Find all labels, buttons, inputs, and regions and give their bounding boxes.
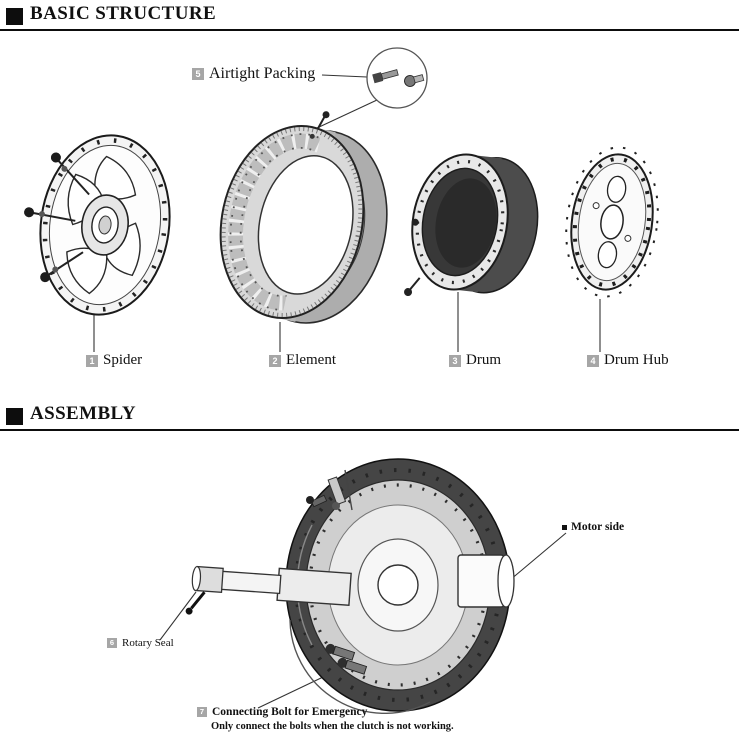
airtight-packing-label-text: Airtight Packing: [209, 65, 316, 82]
drum-label-text: Drum: [466, 352, 501, 368]
packing-plug: [404, 74, 425, 87]
basic-structure-title: BASIC STRUCTURE: [30, 3, 217, 24]
leader-lines: [93, 74, 601, 352]
part-number-6: 6: [107, 638, 117, 648]
assembly-header: ASSEMBLY: [0, 403, 739, 433]
drum-hub-label: 4 Drum Hub: [587, 352, 669, 369]
part-number-7: 7: [197, 707, 207, 717]
airtight-packing-label: 5 Airtight Packing: [192, 65, 315, 83]
section-marker-square: [6, 408, 23, 425]
rotary-seal-label: 6 Rotary Seal: [107, 637, 174, 649]
connecting-bolt-label: 7 Connecting Bolt for Emergency: [197, 706, 367, 718]
leader-motor-side: [509, 532, 567, 581]
spider-label: 1 Spider: [86, 352, 142, 369]
part-number-2: 2: [269, 354, 281, 367]
air-fittings: [306, 469, 353, 511]
element-label-text: Element: [286, 352, 336, 368]
leader-rotary-seal: [159, 591, 197, 641]
motor-side-label: Motor side: [562, 521, 624, 533]
section-rule: [0, 429, 739, 431]
connecting-bolt-note: Only connect the bolts when the clutch i…: [211, 721, 454, 732]
exploded-view-illustration: [24, 47, 659, 352]
element-friction-pads: [228, 133, 325, 311]
drum-illustration: [404, 153, 539, 297]
element-illustration: [219, 111, 388, 324]
leader-airtight-detail: [316, 99, 378, 129]
rotary-seal-part: [185, 565, 224, 615]
spider-web-openings: [66, 155, 141, 295]
drum-hub-label-text: Drum Hub: [604, 352, 669, 368]
drum-label: 3 Drum: [449, 352, 501, 369]
connecting-bolts: [325, 643, 368, 675]
connecting-bolt-label-text: Connecting Bolt for Emergency: [212, 706, 368, 718]
rotary-seal-label-text: Rotary Seal: [122, 637, 174, 649]
spider-illustration: [24, 134, 171, 316]
part-number-1: 1: [86, 354, 98, 367]
drum-hub-illustration: [565, 146, 659, 298]
part-number-3: 3: [449, 354, 461, 367]
element-label: 2 Element: [269, 352, 336, 369]
motor-side-label-text: Motor side: [571, 521, 625, 533]
leader-airtight-text: [321, 74, 368, 78]
drum-stud: [404, 218, 421, 297]
motor-shaft: [457, 554, 515, 608]
airtight-packing-detail-circle: [366, 47, 428, 109]
section-marker-square: [6, 8, 23, 25]
part-number-5: 5: [192, 68, 204, 80]
element-air-connection: [309, 111, 330, 139]
part-number-4: 4: [587, 354, 599, 367]
basic-structure-header: BASIC STRUCTURE: [0, 3, 739, 33]
bullet-square-icon: [562, 524, 567, 530]
spider-label-text: Spider: [103, 352, 143, 368]
section-rule: [0, 29, 739, 31]
shaft-assembly: [185, 565, 352, 615]
assembly-illustration: [159, 458, 567, 715]
assembly-title: ASSEMBLY: [30, 403, 136, 424]
packing-bolt: [372, 69, 399, 84]
